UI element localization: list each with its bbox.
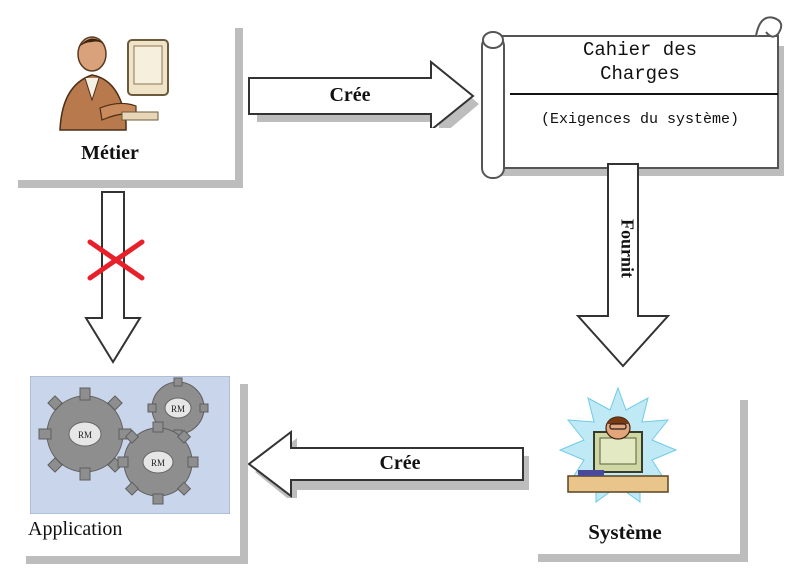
arrow-cahier-to-systeme: [575, 163, 671, 368]
gear-label-1: RM: [78, 430, 92, 440]
gear-label-2: RM: [171, 404, 185, 414]
metier-label: Métier: [81, 142, 139, 164]
edge-label-fournit: Fournit: [617, 218, 638, 278]
cahier-title: Cahier des Charges: [582, 39, 698, 85]
scroll-shape: [481, 16, 784, 179]
edge-label-cree-top: Crée: [329, 84, 371, 106]
gears-image: RM RM RM: [30, 376, 230, 514]
cahier-subtitle: (Exigences du système): [540, 111, 740, 128]
application-box: RM RM RM Application: [18, 376, 240, 556]
arrow-metier-to-cahier: [248, 59, 479, 128]
edge-label-cree-bottom: Crée: [379, 452, 421, 474]
metier-box: Métier: [10, 20, 235, 180]
cahier-des-charges-scroll: Cahier des Charges (Exigences du système…: [478, 10, 790, 190]
gear-label-3: RM: [151, 458, 165, 468]
arrow-metier-to-application: [84, 191, 142, 364]
cross-icon: [87, 239, 145, 281]
systeme-label: Système: [588, 520, 662, 544]
businessman-icon: [59, 36, 169, 131]
systeme-box: Système: [530, 386, 740, 554]
computer-user-icon: [558, 386, 678, 503]
application-label: Application: [28, 518, 123, 540]
arrow-systeme-to-application: [247, 429, 529, 498]
